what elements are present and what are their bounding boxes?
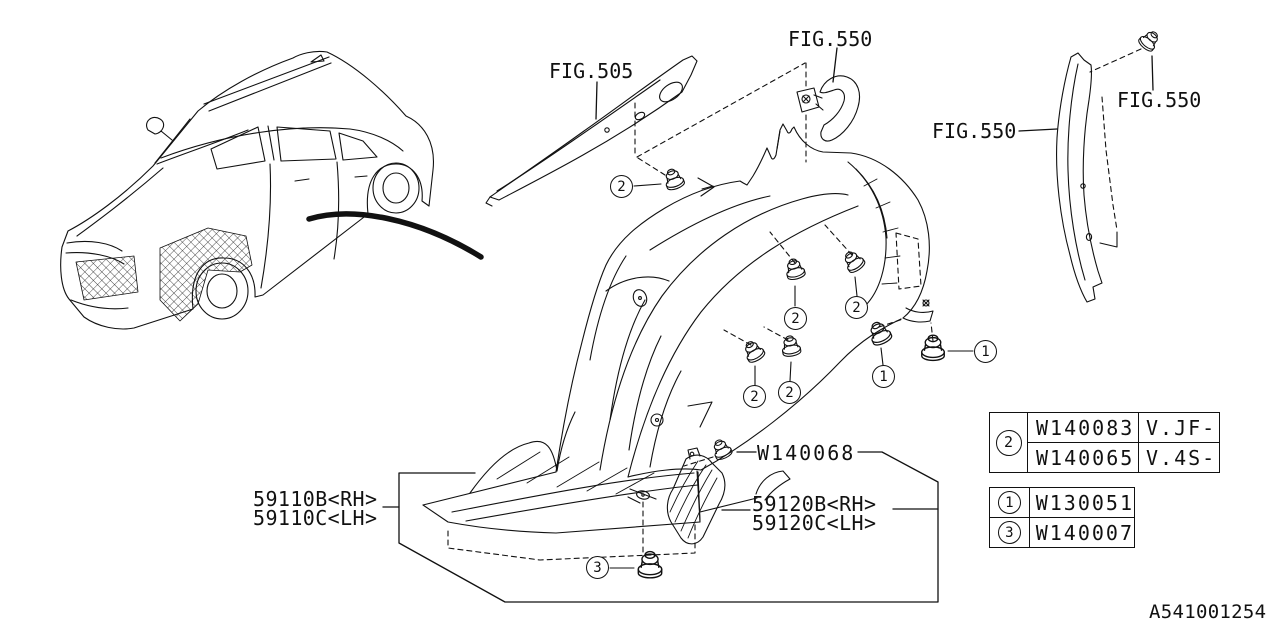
mudguard-main-part <box>469 123 934 522</box>
callout-marker-2: 2 <box>610 175 633 198</box>
fig550-hook-part <box>796 75 861 142</box>
table-row: 1 W130051 <box>990 488 1134 517</box>
label-fig550-mid: FIG.550 <box>932 119 1017 143</box>
label-fig550-right: FIG.550 <box>1117 88 1202 112</box>
fastener-table-variants: 2 W140083 V.JF- W140065 V.4S- <box>989 412 1220 473</box>
swoosh-arrow <box>306 211 484 260</box>
extension-bracket-part <box>666 447 726 545</box>
applicability: V.4S- <box>1138 443 1219 472</box>
callout-marker-2: 2 <box>743 385 766 408</box>
callout-marker-1: 1 <box>974 340 997 363</box>
label-extension-lh: 59120C<LH> <box>752 511 877 535</box>
table-callout-1: 1 <box>997 491 1021 514</box>
fig550-side-panel-part <box>1056 52 1118 303</box>
label-mudguard-lh: 59110C<LH> <box>253 506 378 530</box>
table-callout-2: 2 <box>995 429 1022 456</box>
label-mudguard-rh: 59110B<RH> <box>253 487 378 511</box>
fastener-table-singles: 1 W130051 3 W140007 <box>989 487 1135 548</box>
callout-marker-1: 1 <box>872 365 895 388</box>
fig505-cowl-panel-part <box>485 55 698 207</box>
part-number: W140007 <box>1035 520 1134 545</box>
car-illustration <box>60 50 435 330</box>
table-callout-3: 3 <box>997 521 1021 544</box>
label-clip-w140068: W140068 <box>757 441 856 465</box>
part-number: W140083 <box>1036 415 1135 440</box>
label-extension-rh: 59120B<RH> <box>752 492 877 516</box>
callout-marker-2: 2 <box>845 296 868 319</box>
mudguard-bottom-section <box>422 451 791 534</box>
callout-leader-lines <box>609 183 974 569</box>
dashed-guides <box>447 48 1142 561</box>
part-number: W140065 <box>1036 445 1135 470</box>
diagram-ref-code: A541001254 <box>1149 601 1267 623</box>
applicability: V.JF- <box>1138 413 1219 442</box>
table-row: W140083 V.JF- <box>1028 413 1219 442</box>
callout-marker-2: 2 <box>784 307 807 330</box>
label-bracket-lines <box>382 47 1154 603</box>
part-number: W130051 <box>1035 490 1134 515</box>
callout-marker-2: 2 <box>778 381 801 404</box>
table-callout-cell: 1 <box>990 488 1030 517</box>
label-fig505: FIG.505 <box>549 59 634 83</box>
table-row: W140065 V.4S- <box>1028 442 1219 472</box>
table-row: 3 W140007 <box>990 517 1134 547</box>
callout-marker-3: 3 <box>586 556 609 579</box>
label-fig550-top: FIG.550 <box>788 27 873 51</box>
table-callout-cell: 2 <box>990 413 1028 472</box>
table-callout-cell: 3 <box>990 518 1030 547</box>
